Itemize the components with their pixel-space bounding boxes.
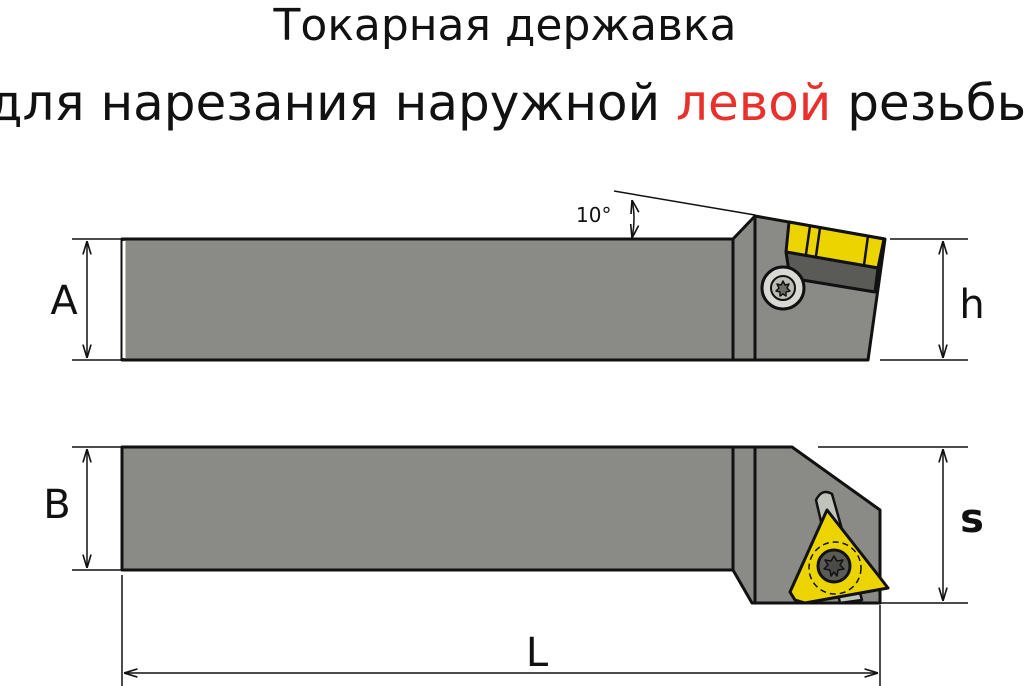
top-view: [120, 214, 887, 362]
neck-top: [731, 214, 757, 362]
label-B: B: [43, 482, 70, 528]
dimension-L: [121, 575, 881, 686]
label-A: A: [50, 278, 78, 324]
torx-icon: [823, 555, 845, 577]
neck-side: [731, 445, 757, 605]
title-line-2-start: для нарезания наружной: [0, 74, 676, 132]
title-line-1: Токарная державка: [273, 0, 737, 51]
shank-top: [120, 237, 735, 362]
title-line-2-end: резьбы: [831, 74, 1024, 132]
angle-label: 10°: [576, 203, 611, 227]
dimension-h: [880, 238, 968, 361]
label-L: L: [526, 630, 549, 676]
dimension-s: [818, 446, 968, 604]
title-line-2: для нарезания наружной левой резьбы: [0, 74, 1024, 132]
title-highlight-left: левой: [676, 74, 831, 132]
label-s: s: [960, 496, 984, 542]
label-h: h: [959, 282, 984, 328]
shank-side: [120, 445, 735, 572]
dimension-B: [72, 446, 122, 571]
side-view: [120, 445, 890, 605]
dimension-A: [72, 238, 122, 361]
torx-icon: [775, 280, 791, 297]
